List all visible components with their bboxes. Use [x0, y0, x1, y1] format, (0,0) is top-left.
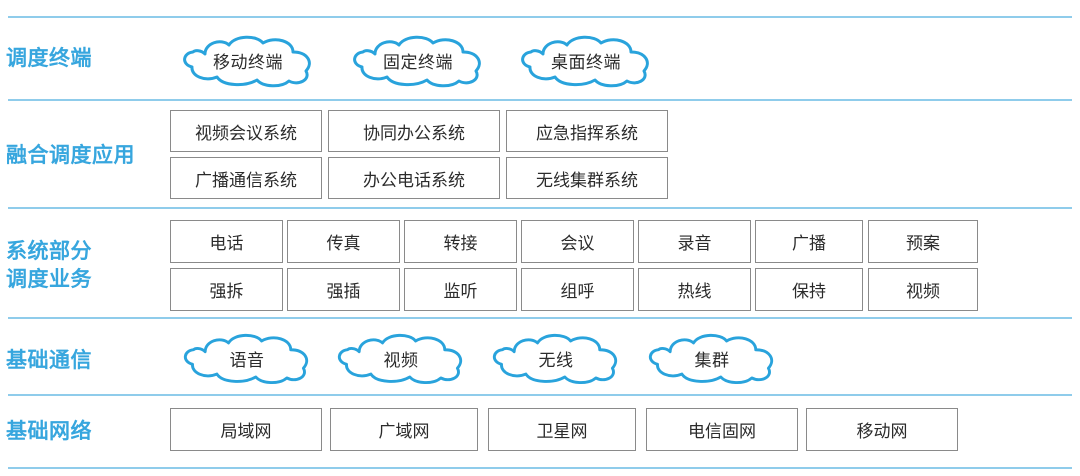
node-box-satellite-network[interactable]: 卫星网	[488, 408, 636, 451]
node-box-fax[interactable]: 传真	[287, 220, 400, 263]
node-box-wan[interactable]: 广域网	[330, 408, 478, 451]
node-box-broadcast[interactable]: 广播	[755, 220, 863, 263]
node-box-video[interactable]: 视频	[868, 268, 978, 311]
node-box-monitoring[interactable]: 监听	[404, 268, 517, 311]
node-box-office-telephone-system[interactable]: 办公电话系统	[328, 157, 500, 199]
cloud-node-trunking[interactable]: 集群	[641, 332, 783, 385]
divider-comm-network	[8, 394, 1072, 396]
cloud-node-label: 固定终端	[383, 53, 453, 72]
node-box-contingency-plan[interactable]: 预案	[868, 220, 978, 263]
layer-label-converged-dispatch-application: 融合调度应用	[6, 144, 135, 167]
cloud-shape-icon	[183, 333, 309, 385]
node-box-broadcast-communication-system[interactable]: 广播通信系统	[170, 157, 322, 199]
cloud-node-desktop-terminal[interactable]: 桌面终端	[513, 34, 659, 88]
node-box-mobile-network[interactable]: 移动网	[806, 408, 958, 451]
node-box-emergency-command-system[interactable]: 应急指挥系统	[506, 110, 668, 152]
node-box-wireless-trunking-system[interactable]: 无线集群系统	[506, 157, 668, 199]
node-box-hold[interactable]: 保持	[755, 268, 863, 311]
cloud-node-label: 无线	[538, 350, 574, 370]
cloud-shape-icon	[521, 35, 649, 88]
node-box-hotline[interactable]: 热线	[638, 268, 751, 311]
cloud-node-label: 集群	[694, 350, 730, 370]
node-box-conference[interactable]: 会议	[521, 220, 634, 263]
cloud-node-label: 语音	[229, 350, 265, 370]
cloud-node-voice[interactable]: 语音	[176, 332, 318, 385]
divider-app-business	[8, 207, 1072, 209]
cloud-shape-icon	[337, 333, 463, 385]
cloud-shape-icon	[492, 333, 618, 385]
layer-label-basic-network: 基础网络	[6, 420, 92, 443]
layer-label-basic-communication: 基础通信	[6, 349, 92, 372]
divider-terminal-app	[8, 99, 1072, 101]
cloud-node-fixed-terminal[interactable]: 固定终端	[345, 34, 491, 88]
cloud-node-label: 视频	[383, 350, 419, 370]
layer-label-system-dispatch-business: 系统部分 调度业务	[6, 240, 92, 291]
node-box-video-conference-system[interactable]: 视频会议系统	[170, 110, 322, 152]
cloud-node-label: 移动终端	[213, 53, 283, 72]
layer-label-dispatch-terminal: 调度终端	[6, 47, 92, 70]
node-box-telephone[interactable]: 电话	[170, 220, 283, 263]
node-box-recording[interactable]: 录音	[638, 220, 751, 263]
cloud-shape-icon	[353, 35, 481, 88]
cloud-node-label: 桌面终端	[551, 53, 621, 72]
node-box-forced-insert[interactable]: 强插	[287, 268, 400, 311]
node-box-group-call[interactable]: 组呼	[521, 268, 634, 311]
node-box-lan[interactable]: 局域网	[170, 408, 322, 451]
divider-business-comm	[8, 317, 1072, 319]
cloud-shape-icon	[183, 35, 311, 88]
node-box-forced-release[interactable]: 强拆	[170, 268, 283, 311]
node-box-telecom-fixed-network[interactable]: 电信固网	[646, 408, 798, 451]
cloud-node-video[interactable]: 视频	[330, 332, 472, 385]
divider-bottom	[8, 467, 1072, 469]
divider-top	[8, 16, 1072, 18]
cloud-node-wireless[interactable]: 无线	[485, 332, 627, 385]
node-box-transfer[interactable]: 转接	[404, 220, 517, 263]
cloud-node-mobile-terminal[interactable]: 移动终端	[175, 34, 321, 88]
node-box-collaborative-office-system[interactable]: 协同办公系统	[328, 110, 500, 152]
cloud-shape-icon	[648, 333, 774, 385]
